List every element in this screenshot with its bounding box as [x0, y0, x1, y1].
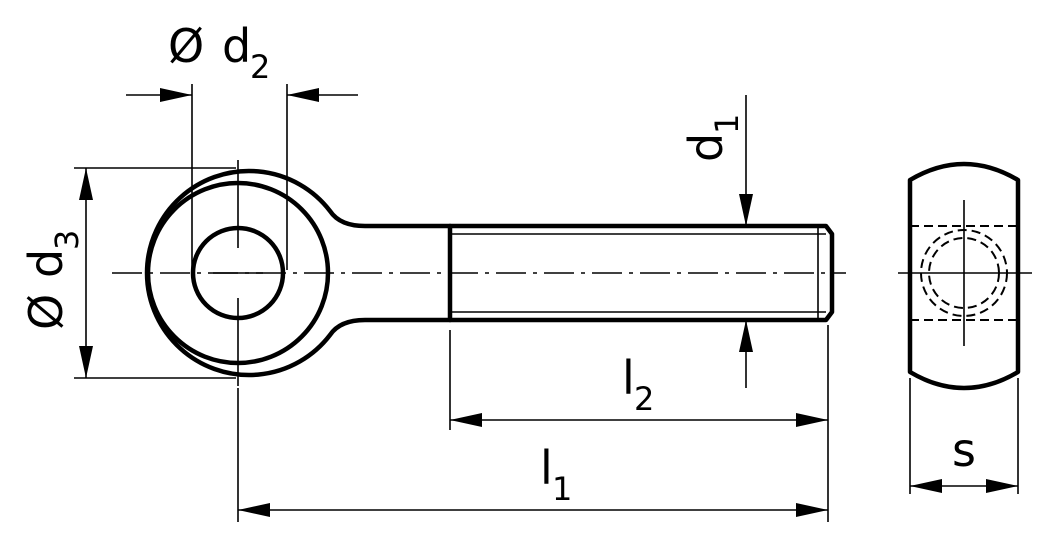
d1-label-group: d 1 [679, 114, 746, 162]
d3-label-group: Ø d 3 [19, 230, 86, 330]
dimension-d1: d 1 [679, 95, 753, 388]
d2-diameter-symbol: Ø [168, 19, 204, 73]
l1-subscript: 1 [552, 470, 572, 508]
d3-diameter-symbol: Ø [19, 294, 73, 330]
eye-outline [144, 168, 835, 378]
d3-arrow-top [79, 168, 93, 200]
l1-label: l [540, 441, 553, 495]
s-arrow-right [986, 479, 1018, 493]
d1-arrow-top [739, 194, 753, 226]
dimension-d3: Ø d 3 [19, 167, 236, 379]
s-arrow-left [910, 479, 942, 493]
l2-arrow-left [450, 413, 482, 427]
front-view [112, 160, 846, 386]
l1-arrow-left [238, 503, 270, 517]
d3-subscript: 3 [48, 230, 86, 250]
d1-label: d [679, 133, 733, 162]
l2-label: l [622, 351, 635, 405]
d3-arrow-bottom [79, 346, 93, 378]
d2-arrow-left [160, 88, 192, 102]
d1-subscript: 1 [708, 114, 746, 134]
side-view [898, 161, 1032, 391]
d3-label: d [19, 249, 73, 278]
dimension-l2: l 2 [449, 325, 829, 522]
d2-arrow-right [287, 88, 319, 102]
dimension-l1: l 1 [237, 388, 828, 522]
l2-arrow-right [796, 413, 828, 427]
side-view-outline [907, 161, 1021, 391]
d2-subscript: 2 [250, 48, 270, 86]
dimension-d2: Ø d 2 [126, 19, 358, 270]
l1-arrow-right [796, 503, 828, 517]
s-label: s [952, 423, 976, 477]
d1-arrow-bottom [739, 320, 753, 352]
l2-subscript: 2 [634, 380, 654, 418]
dimension-s: s [909, 378, 1019, 494]
d2-label: d [222, 19, 251, 73]
